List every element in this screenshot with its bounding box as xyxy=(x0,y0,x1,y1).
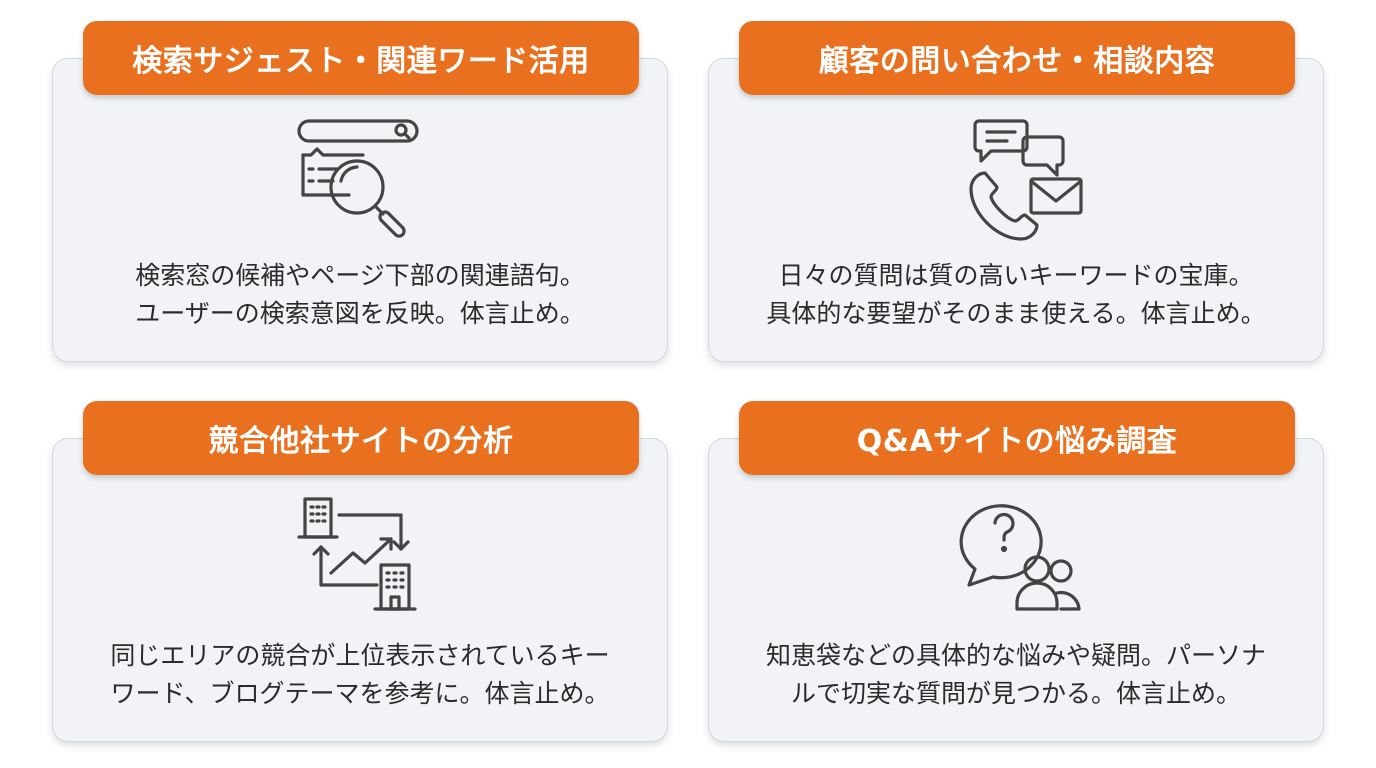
card-title-tab: 顧客の問い合わせ・相談内容 xyxy=(739,21,1295,95)
card-title-tab: Q&Aサイトの悩み調査 xyxy=(739,401,1295,475)
chat-phone-mail-icon xyxy=(947,115,1087,245)
card-title-tab: 競合他社サイトの分析 xyxy=(83,401,639,475)
card-customer-inquiries: 顧客の問い合わせ・相談内容 日々の質問は質の高いキーワードの宝庫。 具体的な要望… xyxy=(708,21,1324,362)
card-qa-sites: Q&Aサイトの悩み調査 知恵袋などの具体的な悩みや疑問。パーソナ ルで切実な質問… xyxy=(708,401,1324,742)
buildings-trend-arrows-icon xyxy=(291,495,431,625)
card-title-tab: 検索サジェスト・関連ワード活用 xyxy=(83,21,639,95)
description-line: 同じエリアの競合が上位表示されているキー xyxy=(110,641,610,670)
card-description: 日々の質問は質の高いキーワードの宝庫。 具体的な要望がそのまま使える。体言止め。 xyxy=(729,257,1303,333)
card-title: 検索サジェスト・関連ワード活用 xyxy=(132,44,590,79)
card-description: 知恵袋などの具体的な悩みや疑問。パーソナ ルで切実な質問が見つかる。体言止め。 xyxy=(729,637,1303,713)
description-line: 検索窓の候補やページ下部の関連語句。 xyxy=(135,261,585,290)
description-line: ルで切実な質問が見つかる。体言止め。 xyxy=(790,679,1241,708)
description-line: 具体的な要望がそのまま使える。体言止め。 xyxy=(766,299,1266,328)
card-competitor-analysis: 競合他社サイトの分析 同じエリアの競合が上位表示されているキー ワード、ブログテ… xyxy=(52,401,668,742)
description-line: 知恵袋などの具体的な悩みや疑問。パーソナ xyxy=(765,641,1266,670)
card-title: Q&Aサイトの悩み調査 xyxy=(856,424,1178,459)
card-description: 検索窓の候補やページ下部の関連語句。 ユーザーの検索意図を反映。体言止め。 xyxy=(73,257,647,333)
card-description: 同じエリアの競合が上位表示されているキー ワード、ブログテーマを参考に。体言止め… xyxy=(73,637,647,713)
description-line: ユーザーの検索意図を反映。体言止め。 xyxy=(135,299,585,328)
card-title: 競合他社サイトの分析 xyxy=(208,424,514,459)
description-line: ワード、ブログテーマを参考に。体言止め。 xyxy=(110,679,610,708)
card-search-suggest: 検索サジェスト・関連ワード活用 検索窓の候補やページ下部の関連語句。 ユーザーの… xyxy=(52,21,668,362)
search-bar-magnifier-icon xyxy=(291,115,431,245)
description-line: 日々の質問は質の高いキーワードの宝庫。 xyxy=(778,261,1254,290)
question-bubble-users-icon xyxy=(947,495,1087,625)
card-title: 顧客の問い合わせ・相談内容 xyxy=(818,44,1216,79)
